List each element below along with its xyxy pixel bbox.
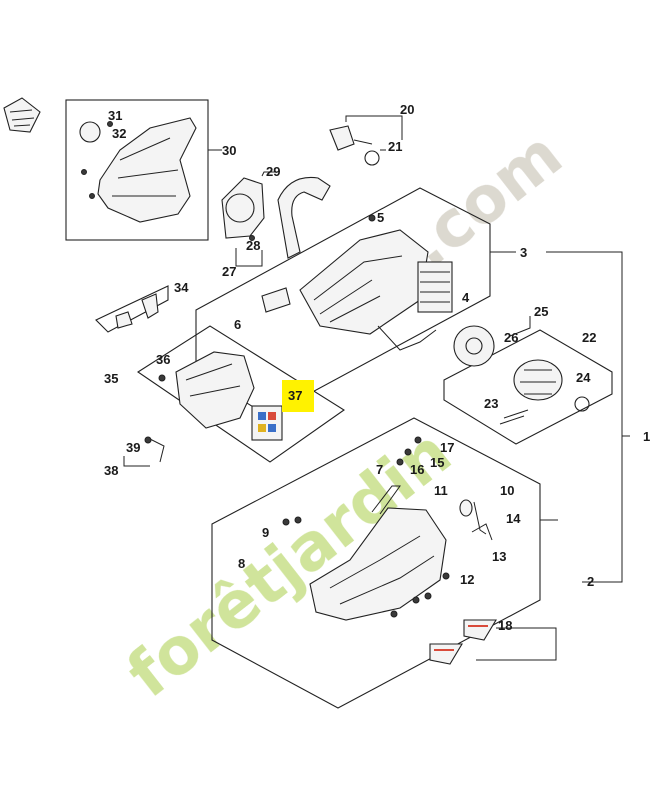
part-number-2[interactable]: 2 xyxy=(587,574,594,589)
part-number-21[interactable]: 21 xyxy=(388,139,402,154)
warning-label-part-2[interactable] xyxy=(429,643,463,665)
part-number-34[interactable]: 34 xyxy=(174,280,189,295)
highlight-37 xyxy=(282,380,314,412)
group-34 xyxy=(95,285,169,333)
part-number-28[interactable]: 28 xyxy=(246,238,260,253)
part-20[interactable] xyxy=(329,125,355,151)
part-labels: 1 2 3 4 5 6 7 8 9 10 11 12 13 14 15 16 1… xyxy=(104,102,650,633)
group-18 xyxy=(429,619,557,665)
part-number-27[interactable]: 27 xyxy=(222,264,236,279)
part-number-38[interactable]: 38 xyxy=(104,463,118,478)
part-number-12[interactable]: 12 xyxy=(460,572,474,587)
starter-cover-part[interactable] xyxy=(221,177,265,239)
part-number-17[interactable]: 17 xyxy=(440,440,454,455)
part-number-1[interactable]: 1 xyxy=(643,429,650,444)
part-number-8[interactable]: 8 xyxy=(238,556,245,571)
engine-housing-part[interactable] xyxy=(299,229,429,335)
crankcase-part[interactable] xyxy=(309,507,447,621)
group-29 xyxy=(221,171,276,267)
part-number-24[interactable]: 24 xyxy=(576,370,591,385)
group-39 xyxy=(123,436,165,467)
group-35 xyxy=(137,325,345,463)
part-number-7[interactable]: 7 xyxy=(376,462,383,477)
part-number-4[interactable]: 4 xyxy=(462,290,470,305)
label-sheet-part[interactable] xyxy=(251,405,283,441)
part-number-37[interactable]: 37 xyxy=(288,388,302,403)
group-22 xyxy=(443,329,613,445)
part-number-10[interactable]: 10 xyxy=(500,483,514,498)
part-number-18[interactable]: 18 xyxy=(498,618,512,633)
ignition-module-part[interactable] xyxy=(417,261,453,313)
part-number-29[interactable]: 29 xyxy=(266,164,280,179)
part-number-11[interactable]: 11 xyxy=(434,483,448,498)
part-number-16[interactable]: 16 xyxy=(410,462,424,477)
part-number-6[interactable]: 6 xyxy=(234,317,241,332)
part-number-31[interactable]: 31 xyxy=(108,108,122,123)
part-number-13[interactable]: 13 xyxy=(492,549,506,564)
part-number-14[interactable]: 14 xyxy=(506,511,521,526)
group-30 xyxy=(65,99,222,241)
part-number-23[interactable]: 23 xyxy=(484,396,498,411)
flywheel-part[interactable] xyxy=(453,325,495,367)
part-number-36[interactable]: 36 xyxy=(156,352,170,367)
part-number-9[interactable]: 9 xyxy=(262,525,269,540)
part-number-15[interactable]: 15 xyxy=(430,455,444,470)
part-number-22[interactable]: 22 xyxy=(582,330,596,345)
warning-label-part-1[interactable] xyxy=(463,619,497,641)
part-number-32[interactable]: 32 xyxy=(112,126,126,141)
cover-part-35[interactable] xyxy=(175,351,255,429)
part-number-35[interactable]: 35 xyxy=(104,371,118,386)
part-number-20[interactable]: 20 xyxy=(400,102,414,117)
group-25 xyxy=(453,316,531,367)
part-number-25[interactable]: 25 xyxy=(534,304,548,319)
group-2 xyxy=(211,417,558,709)
part-number-5[interactable]: 5 xyxy=(377,210,384,225)
chain-piece-icon xyxy=(3,97,41,133)
part-number-26[interactable]: 26 xyxy=(504,330,518,345)
group-20 xyxy=(329,115,403,166)
handle-part[interactable] xyxy=(277,176,331,259)
bracket-1 xyxy=(546,251,630,583)
part-number-39[interactable]: 39 xyxy=(126,440,140,455)
part-number-3[interactable]: 3 xyxy=(520,245,527,260)
part-number-30[interactable]: 30 xyxy=(222,143,236,158)
